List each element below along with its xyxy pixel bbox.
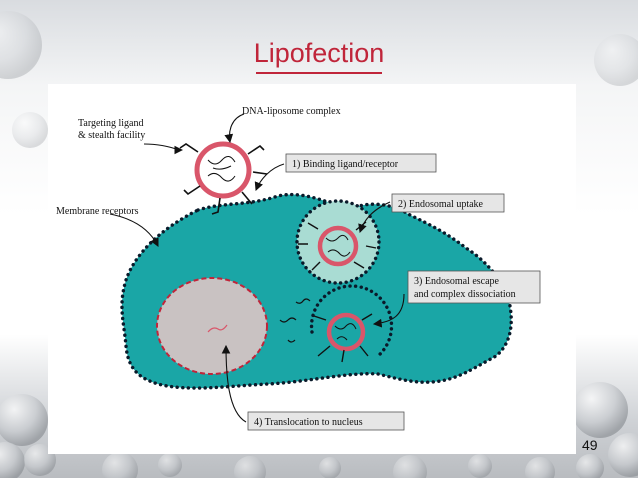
label-box-step4: 4) Translocation to nucleus	[247, 411, 405, 431]
arrow-step1	[254, 163, 285, 192]
label-step2: 2) Endosomal uptake	[398, 199, 484, 210]
diagram-canvas: DNA-liposome complex Targeting ligand & …	[56, 106, 541, 431]
lipofection-diagram: DNA-liposome complex Targeting ligand & …	[48, 84, 576, 454]
arrow-membrane-receptors	[109, 213, 159, 247]
endosome-liposome-ring	[317, 225, 359, 267]
label-box-step3: 3) Endosomal escape and complex dissocia…	[407, 270, 541, 304]
label-membrane-receptors: Membrane receptors	[56, 206, 139, 217]
escape-liposome-ring	[326, 312, 366, 352]
label-stealth-facility: & stealth facility	[78, 130, 145, 141]
slide-title: Lipofection	[253, 38, 385, 68]
arrow-targeting-ligand	[143, 143, 184, 155]
arrow-step2	[358, 201, 391, 234]
endosome-uptake	[295, 199, 381, 285]
nucleus	[156, 277, 268, 375]
label-dna-liposome-complex: DNA-liposome complex	[242, 106, 341, 117]
label-box-step2: 2) Endosomal uptake	[391, 193, 505, 213]
endosome-escape	[309, 284, 394, 358]
label-step4: 4) Translocation to nucleus	[254, 417, 363, 428]
arrow-step4	[221, 344, 247, 423]
arrow-step3	[372, 293, 405, 328]
label-step3-line2: and complex dissociation	[414, 289, 516, 300]
dna-liposome-complex	[194, 141, 252, 199]
title-underline	[256, 72, 382, 74]
label-step1: 1) Binding ligand/receptor	[292, 159, 399, 170]
arrow-dna-liposome	[224, 113, 245, 144]
label-targeting-ligand: Targeting ligand	[78, 118, 144, 129]
label-step3-line1: 3) Endosomal escape	[414, 276, 500, 287]
page-number: 49	[582, 437, 598, 453]
label-box-step1: 1) Binding ligand/receptor	[285, 153, 437, 173]
